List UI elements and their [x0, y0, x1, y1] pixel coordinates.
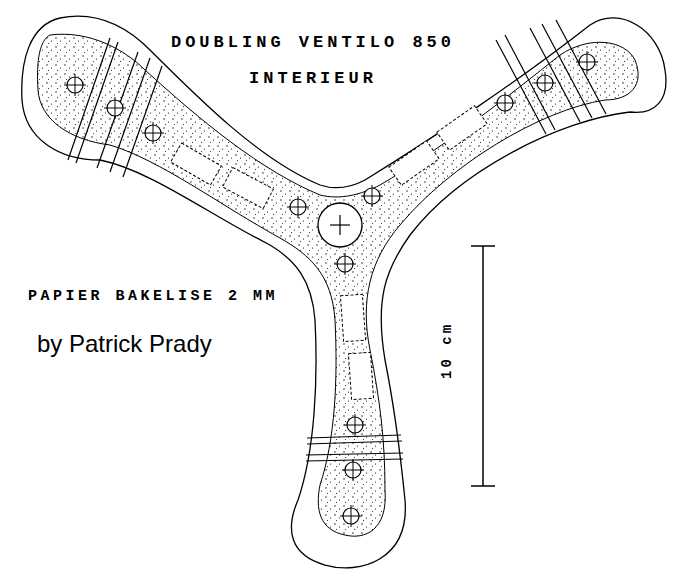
center-hole: [318, 203, 362, 247]
boomerang-outline: [22, 16, 666, 568]
tape-band: [68, 20, 606, 461]
author-credit: by Patrick Prady: [37, 330, 212, 359]
doubling-panel: [38, 34, 639, 536]
material-note: PAPIER BAKELISE 2 MM: [28, 288, 278, 306]
plan-title: DOUBLING VENTILO 850 INTERIEUR: [163, 25, 463, 97]
weight-slot: [171, 106, 488, 400]
scale-label: 10 cm: [440, 321, 457, 378]
scale-bar: [471, 246, 495, 486]
